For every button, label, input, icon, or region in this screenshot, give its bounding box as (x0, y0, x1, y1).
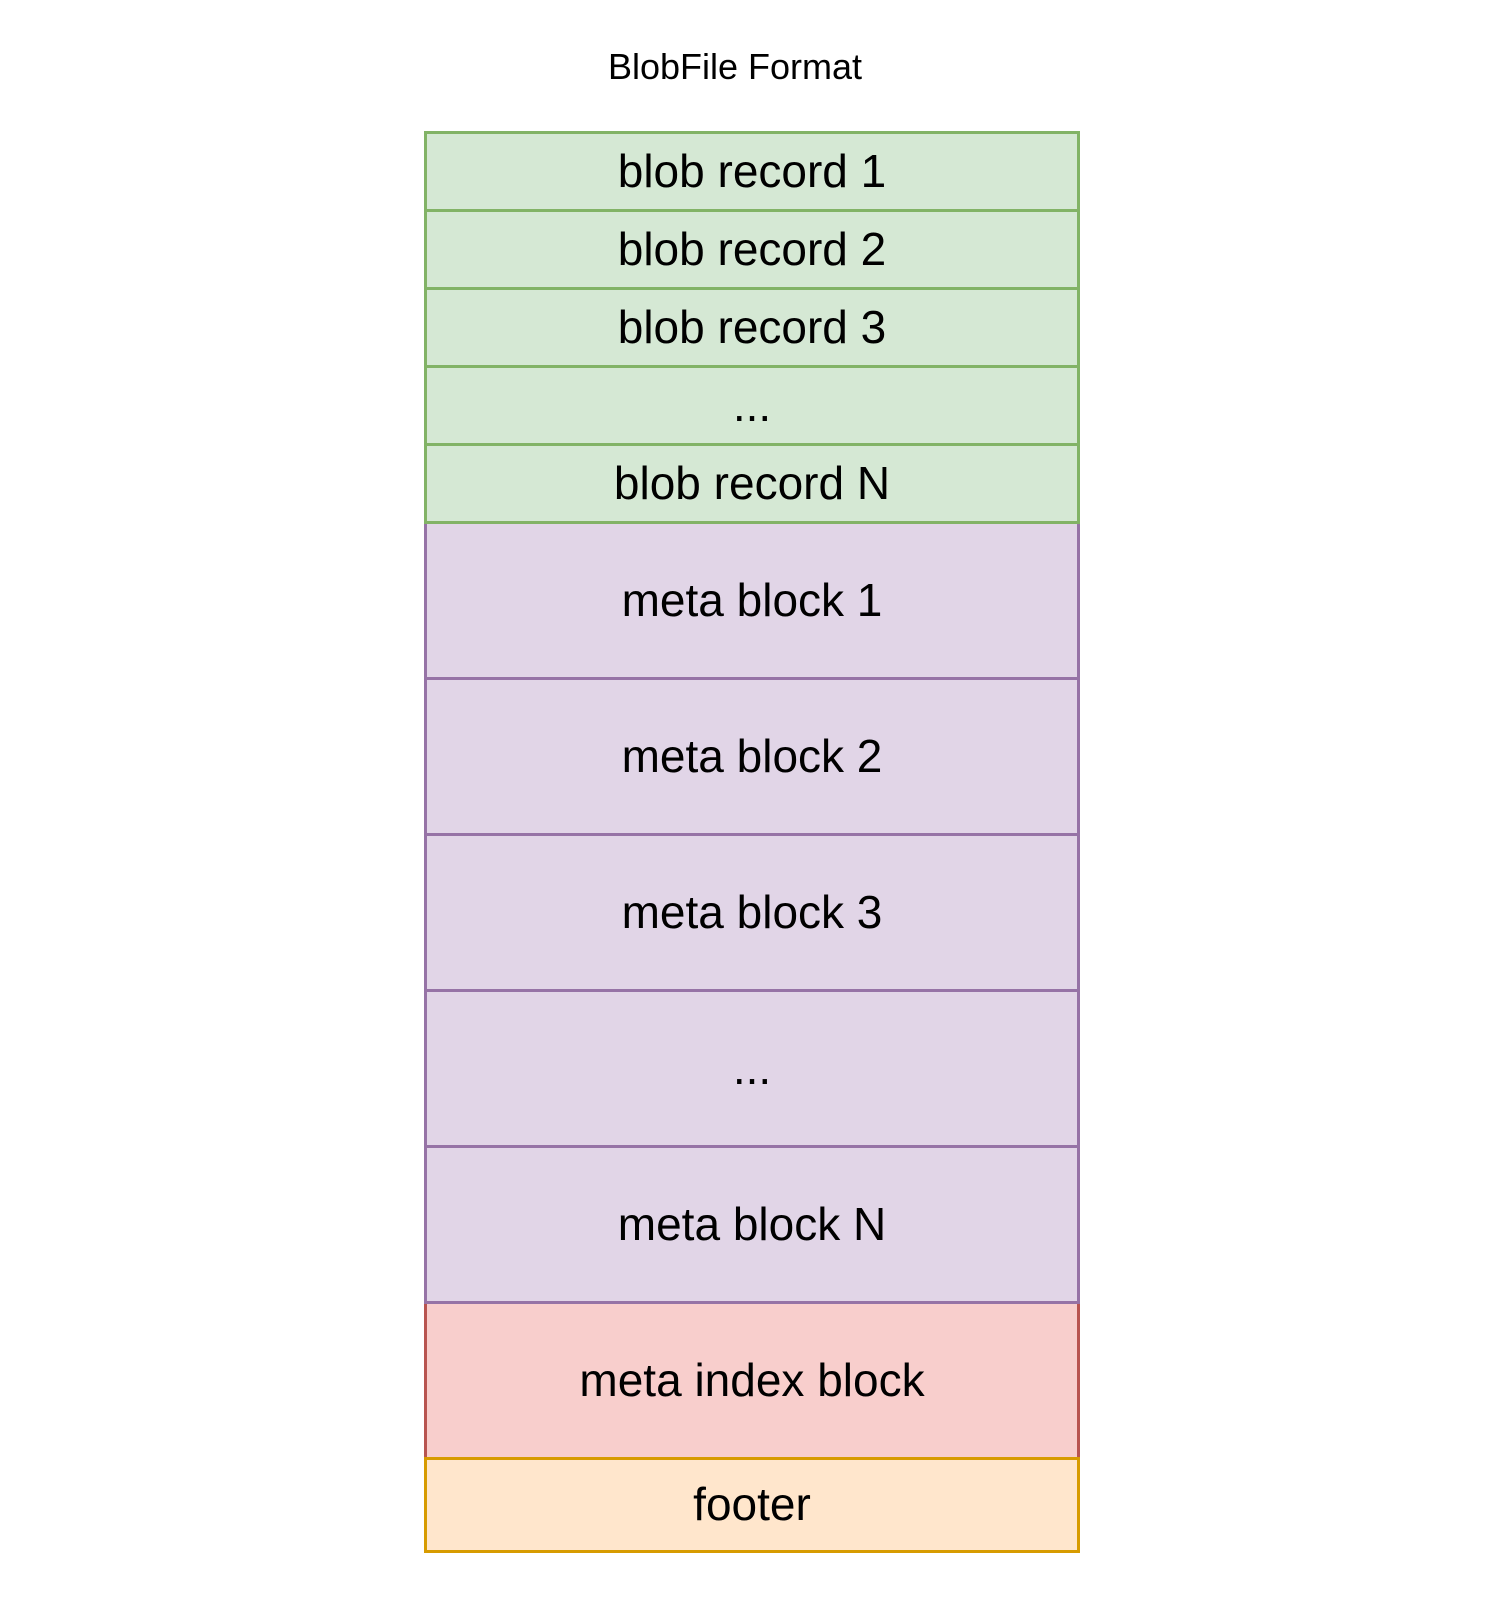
block-label: blob record N (613, 456, 891, 509)
block-label: blob record 3 (617, 300, 887, 353)
block-label: ... (732, 378, 772, 431)
block-footer: footer (424, 1457, 1080, 1553)
block-meta-block-n: meta block N (424, 1145, 1080, 1304)
block-stack: blob record 1 blob record 2 blob record … (424, 131, 1080, 1553)
diagram-title: BlobFile Format (607, 46, 863, 87)
block-blob-record-2: blob record 2 (424, 209, 1080, 290)
block-label: footer (693, 1478, 811, 1531)
block-meta-block-2: meta block 2 (424, 677, 1080, 836)
block-label: blob record 2 (617, 222, 887, 275)
block-label: meta index block (579, 1353, 925, 1406)
block-label: meta block 1 (621, 573, 883, 626)
block-label: blob record 1 (617, 144, 887, 197)
block-blob-record-n: blob record N (424, 443, 1080, 524)
block-blob-record-3: blob record 3 (424, 287, 1080, 368)
block-meta-block-1: meta block 1 (424, 521, 1080, 680)
block-blob-record-ellipsis: ... (424, 365, 1080, 446)
block-label: ... (732, 1041, 772, 1094)
block-blob-record-1: blob record 1 (424, 131, 1080, 212)
block-meta-block-3: meta block 3 (424, 833, 1080, 992)
block-label: meta block 2 (621, 729, 883, 782)
block-meta-index: meta index block (424, 1301, 1080, 1460)
block-label: meta block 3 (621, 885, 883, 938)
block-meta-block-ellipsis: ... (424, 989, 1080, 1148)
block-label: meta block N (617, 1197, 887, 1250)
